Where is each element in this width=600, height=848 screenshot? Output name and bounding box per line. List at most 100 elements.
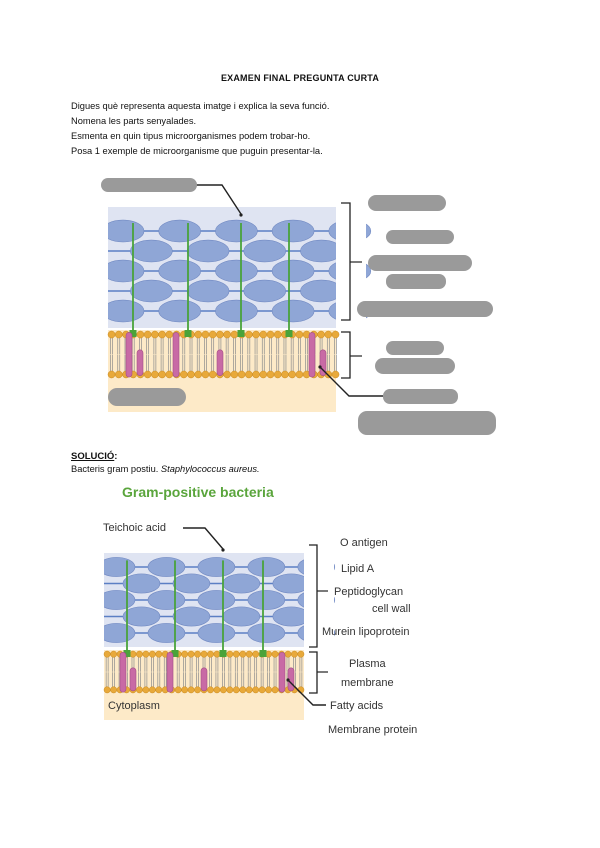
blank-label-membrane xyxy=(375,358,455,374)
phospholipid-head xyxy=(281,370,289,379)
lipoteichoic-anchor xyxy=(123,650,131,657)
phospholipid-head xyxy=(180,370,188,379)
phospholipid-head xyxy=(148,650,156,658)
glycan-unit xyxy=(101,259,145,283)
lipoteichoic-anchor xyxy=(184,330,192,337)
glycan-unit xyxy=(247,590,286,610)
phospholipid-head xyxy=(271,650,279,658)
blank-label-peptidoglycan xyxy=(368,255,472,271)
edge-mask-left xyxy=(78,216,108,326)
membrane-protein xyxy=(308,332,316,378)
phospholipid-head xyxy=(200,650,208,658)
membrane-protein xyxy=(172,332,180,378)
phospholipid-head xyxy=(295,330,304,339)
glycan-unit xyxy=(147,557,186,577)
phospholipid-head xyxy=(103,650,111,658)
label-membrane-protein: Membrane protein xyxy=(328,724,417,736)
phospholipid-head xyxy=(207,686,214,694)
glycan-unit xyxy=(147,590,186,610)
phospholipid-head xyxy=(201,370,210,379)
glycan-unit xyxy=(186,239,230,263)
label-lipid-a: Lipid A xyxy=(341,563,375,575)
membrane-diagram-labelled: Gram-positive bacteria Teichoic acid O a… xyxy=(74,484,417,736)
teichoic-acid-strands-2 xyxy=(123,560,267,657)
phospholipid-head xyxy=(114,370,123,379)
fatty-acids-leader-2 xyxy=(287,679,326,706)
glycan-unit xyxy=(247,557,286,577)
phospholipid-head xyxy=(143,370,152,379)
phospholipid-head xyxy=(226,650,234,658)
phospholipid-head xyxy=(226,686,234,694)
phospholipid-head xyxy=(194,370,203,379)
phospholipid-head xyxy=(219,686,227,694)
edge-mask-right xyxy=(304,552,334,645)
lipoteichoic-anchor xyxy=(285,330,293,337)
membrane-protein xyxy=(278,651,286,693)
phospholipid-head xyxy=(239,650,247,658)
teichoic-leader xyxy=(196,184,242,215)
phospholipid-head xyxy=(266,330,275,339)
phospholipid-head xyxy=(266,370,275,379)
phospholipid-head xyxy=(223,330,231,339)
phospholipid-head xyxy=(288,370,296,379)
question-2: Nomena les parts senyalades. xyxy=(71,116,197,126)
phospholipid-head xyxy=(143,330,152,339)
phospholipid-head xyxy=(136,330,145,339)
phospholipid-head xyxy=(181,686,189,694)
phospholipid-head xyxy=(252,686,260,694)
phospholipid-head xyxy=(230,370,239,379)
glycan-unit xyxy=(130,239,173,263)
phospholipid-head xyxy=(187,370,195,379)
phospholipid-head xyxy=(213,686,221,694)
phospholipid-head xyxy=(151,370,159,379)
solution-species: Staphylococcus aureus. xyxy=(160,464,260,474)
teichoic-acid-strands xyxy=(129,223,293,337)
question-4: Posa 1 exemple de microorganisme que pug… xyxy=(71,146,323,156)
phospholipid-head xyxy=(110,686,118,694)
phospholipid-head xyxy=(114,330,123,339)
teichoic-leader-dot-2 xyxy=(221,548,225,552)
phospholipid-head xyxy=(252,330,260,339)
solution-answer: Bacteris gram postiu. Staphylococcus aur… xyxy=(71,464,260,474)
phospholipid-head xyxy=(208,370,217,379)
glycan-unit xyxy=(158,259,201,283)
phospholipid-head xyxy=(273,370,282,379)
label-plasma: Plasma xyxy=(349,658,387,670)
phospholipid-head xyxy=(258,686,266,694)
fatty-acids-leader-dot-2 xyxy=(286,678,290,682)
membrane-protein xyxy=(119,651,127,693)
membrane-protein xyxy=(166,651,174,693)
phospholipid-head xyxy=(158,370,166,379)
glycan-unit xyxy=(158,219,201,243)
phospholipid-head xyxy=(284,650,292,658)
phospholipid-head xyxy=(165,370,174,379)
glycan-unit xyxy=(215,259,258,283)
phospholipid-head xyxy=(107,330,116,339)
glycan-unit xyxy=(130,279,173,303)
lipoteichoic-anchor xyxy=(219,650,227,657)
glycan-unit xyxy=(271,219,315,243)
exam-title: EXAMEN FINAL PREGUNTA CURTA xyxy=(220,73,380,83)
phospholipid-head xyxy=(158,330,166,339)
phospholipid-head xyxy=(194,330,203,339)
glycan-unit xyxy=(101,219,145,243)
phospholipid-head xyxy=(208,330,217,339)
blank-label-plasma xyxy=(386,341,444,355)
solution-heading: SOLUCIÓ: xyxy=(71,451,118,462)
phospholipid-head xyxy=(136,650,143,658)
glycan-unit xyxy=(172,573,211,594)
label-o-antigen: O antigen xyxy=(340,537,388,549)
question-3: Esmenta en quin tipus microorganismes po… xyxy=(71,131,311,141)
phospholipid-head xyxy=(155,686,163,694)
label-peptidoglycan: Peptidoglycan xyxy=(334,586,403,598)
phospholipid-head xyxy=(245,370,253,379)
phospholipid-head xyxy=(232,686,240,694)
glycan-unit xyxy=(243,279,287,303)
phospholipid-head xyxy=(331,370,340,379)
phospholipid-head xyxy=(232,650,240,658)
blank-label-cell-wall xyxy=(386,274,446,289)
membrane-diagram-blank xyxy=(78,178,496,435)
phospholipid-head xyxy=(295,370,304,379)
membrane-protein xyxy=(216,349,224,376)
phospholipid-head xyxy=(230,330,239,339)
